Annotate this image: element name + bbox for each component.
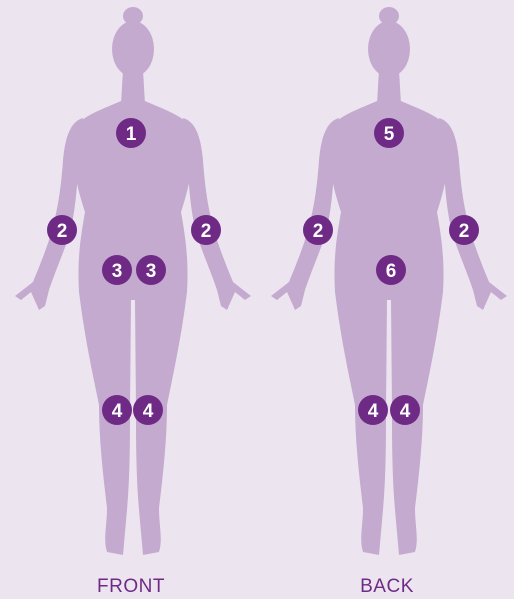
marker-label: 4 xyxy=(368,401,379,422)
marker-back-upper-back: 5 xyxy=(374,118,404,148)
marker-label: 3 xyxy=(112,261,123,282)
marker-front-right-knee: 4 xyxy=(133,395,163,425)
marker-back-left-knee: 4 xyxy=(358,395,388,425)
front-view-label: FRONT xyxy=(51,576,211,598)
marker-label: 4 xyxy=(143,401,154,422)
marker-front-left-arm: 2 xyxy=(47,215,77,245)
back-view-label: BACK xyxy=(307,576,467,598)
marker-back-lower-back: 6 xyxy=(376,255,406,285)
marker-back-right-knee: 4 xyxy=(390,395,420,425)
marker-label: 3 xyxy=(146,261,157,282)
marker-label: 1 xyxy=(126,124,137,145)
marker-label: 4 xyxy=(400,401,411,422)
marker-front-chest: 1 xyxy=(116,118,146,148)
front-figure xyxy=(15,7,251,555)
marker-front-right-arm: 2 xyxy=(191,215,221,245)
marker-label: 6 xyxy=(386,261,397,282)
marker-label: 5 xyxy=(384,124,395,145)
marker-label: 2 xyxy=(459,221,470,242)
marker-back-right-arm: 2 xyxy=(449,215,479,245)
marker-front-right-hip: 3 xyxy=(136,255,166,285)
marker-label: 4 xyxy=(112,401,123,422)
marker-label: 2 xyxy=(201,221,212,242)
marker-front-left-hip: 3 xyxy=(102,255,132,285)
marker-label: 2 xyxy=(57,221,68,242)
marker-label: 2 xyxy=(313,221,324,242)
marker-front-left-knee: 4 xyxy=(102,395,132,425)
marker-back-left-arm: 2 xyxy=(303,215,333,245)
